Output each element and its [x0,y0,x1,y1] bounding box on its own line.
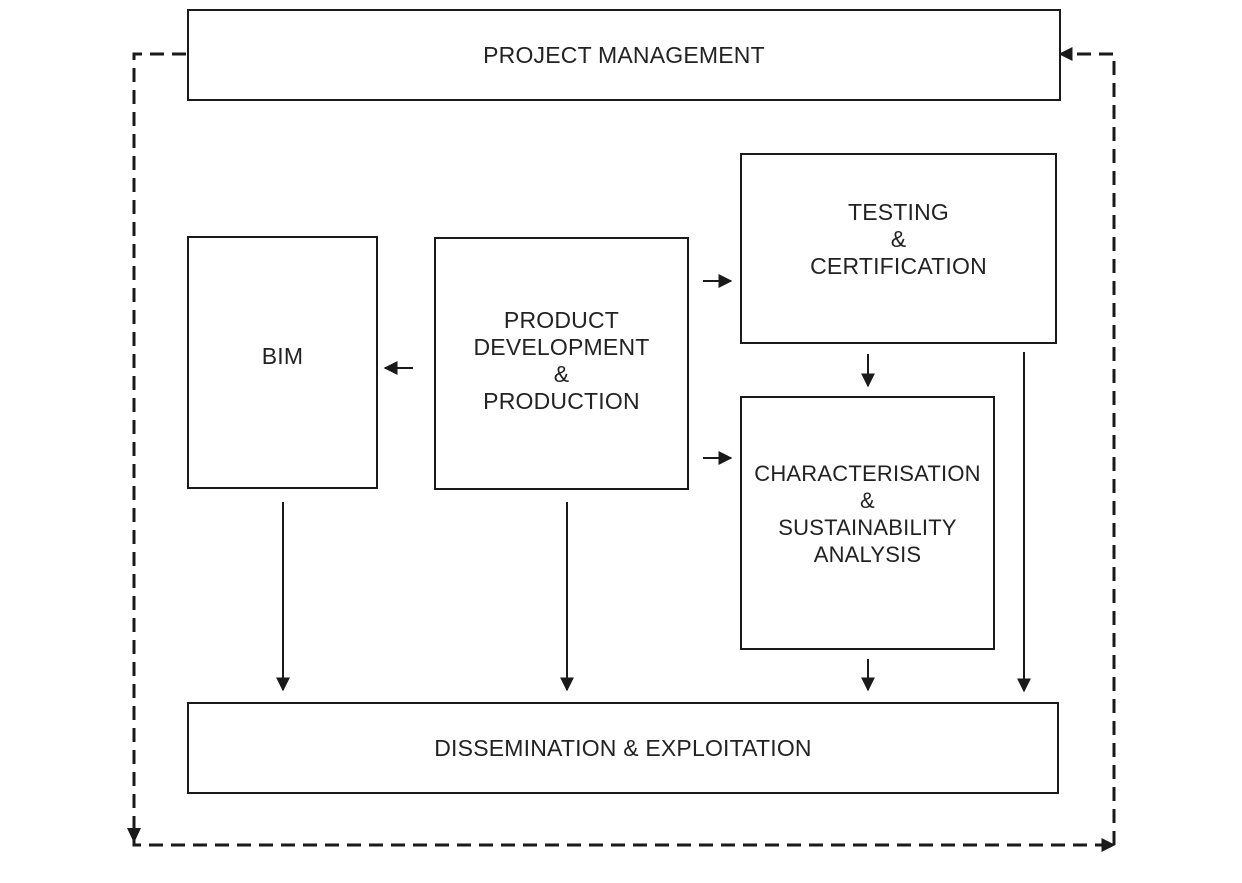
dashed-loop-right-arrow [1058,47,1116,845]
bim-label: BIM [261,343,304,369]
bim-box: BIM [187,236,378,489]
product-development-line: PRODUCTION [483,387,640,414]
testing-certification-box: TESTING & CERTIFICATION [740,153,1057,344]
project-management-label: PROJECT MANAGEMENT [483,41,765,68]
testing-certification-label: TESTING & CERTIFICATION [810,199,987,280]
dissemination-exploitation-box: DISSEMINATION & EXPLOITATION [187,702,1059,794]
testing-certification-line: & [890,226,907,252]
product-development-line: PRODUCT [503,306,620,333]
dashed-loop-left-down-arrowhead [127,828,141,843]
dissemination-exploitation-label: DISSEMINATION & EXPLOITATION [434,734,812,761]
product-development-label: PRODUCT DEVELOPMENT & PRODUCTION [473,307,649,415]
product-development-line: DEVELOPMENT [473,333,650,360]
characterisation-box: CHARACTERISATION & SUSTAINABILITY ANALYS… [740,396,995,650]
testing-certification-line: CERTIFICATION [810,253,987,279]
product-development-box: PRODUCT DEVELOPMENT & PRODUCTION [434,237,689,490]
characterisation-line: & [860,488,875,513]
testing-certification-line: TESTING [847,199,950,225]
characterisation-label: CHARACTERISATION & SUSTAINABILITY ANALYS… [754,460,980,568]
product-development-line: & [553,360,570,387]
dashed-loop-left-arrow [132,52,1116,852]
project-management-box: PROJECT MANAGEMENT [187,9,1061,101]
characterisation-line: ANALYSIS [813,542,922,567]
characterisation-line: SUSTAINABILITY [778,515,957,540]
characterisation-line: CHARACTERISATION [754,461,981,486]
